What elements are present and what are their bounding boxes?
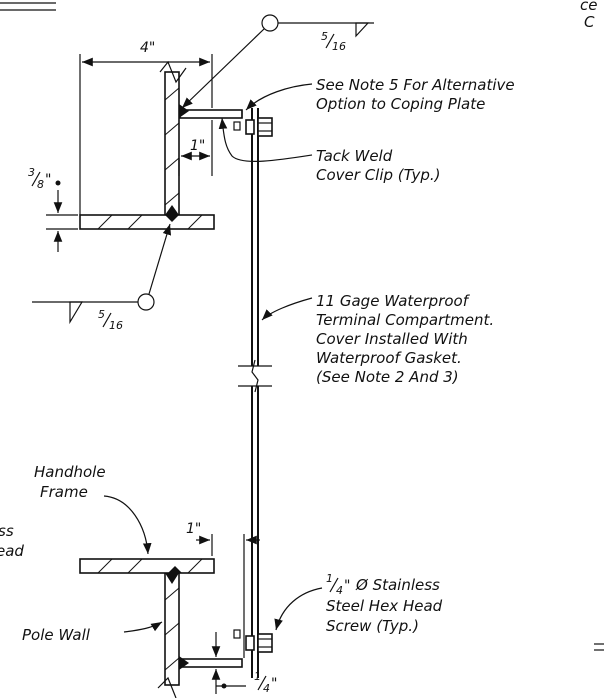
- tack-weld-line1: Tack Weld: [316, 147, 393, 165]
- dim-1-4-unit: ": [271, 676, 277, 692]
- handhole-frame-note: Handhole Frame: [34, 463, 152, 555]
- dim-3-8-den: 8: [37, 178, 44, 191]
- cover-note-line1: 11 Gage Waterproof: [316, 292, 471, 310]
- dimension-4in: 4": [79, 40, 213, 215]
- pole-wall-label: Pole Wall: [22, 626, 91, 644]
- dimension-3-8in: 3 8 ": [28, 166, 78, 252]
- left-cut-line1: ss: [0, 522, 14, 540]
- dim-3-8-unit: ": [45, 172, 51, 188]
- top-flange-plate: [79, 205, 215, 230]
- cover-note-line2: Terminal Compartment.: [316, 311, 494, 329]
- tack-weld-note: Tack Weld Cover Clip (Typ.): [218, 117, 441, 184]
- cover-note-line5: (See Note 2 And 3): [316, 368, 459, 386]
- top-cover-clip: [179, 104, 243, 131]
- coping-note: See Note 5 For Alternative Option to Cop…: [245, 76, 515, 113]
- handhole-line2: Frame: [40, 483, 88, 501]
- screw-line1: Ø Stainless: [355, 576, 440, 594]
- screw-top: [245, 117, 273, 137]
- handhole-line1: Handhole: [34, 463, 106, 481]
- screw-note: 1 4 " Ø Stainless Steel Hex Head Screw (…: [274, 572, 443, 635]
- dim-1in-top-label: 1": [190, 138, 205, 154]
- top-right-cut-line1: ce: [580, 0, 597, 14]
- cover-note-line3: Cover Installed With: [316, 330, 468, 348]
- screw-size-den: 4: [336, 584, 343, 597]
- tack-weld-line2: Cover Clip (Typ.): [316, 166, 441, 184]
- pole-wall-top: [159, 60, 187, 216]
- weld-left-den: 16: [109, 319, 123, 332]
- dim-1-4-num: 1: [254, 670, 261, 683]
- pole-wall-note: Pole Wall: [22, 621, 163, 644]
- weld-left-num: 5: [98, 308, 105, 321]
- cover-note-line4: Waterproof Gasket.: [316, 349, 462, 367]
- weld-top-num: 5: [321, 30, 328, 43]
- dim-3-8-num: 3: [28, 166, 35, 179]
- dimension-1in-top: 1": [178, 120, 213, 176]
- dimension-1-4in-bottom: 1 4 ": [211, 632, 277, 695]
- top-right-fragment: ce C: [580, 0, 597, 31]
- terminal-compartment-cover: [238, 108, 272, 678]
- screw-bottom: [245, 633, 273, 653]
- coping-note-line2: Option to Coping Plate: [316, 95, 485, 113]
- coping-note-line1: See Note 5 For Alternative: [316, 76, 515, 94]
- pole-wall-bottom: [157, 572, 180, 698]
- screw-line3: Screw (Typ.): [326, 617, 419, 635]
- cover-note: 11 Gage Waterproof Terminal Compartment.…: [261, 292, 494, 386]
- weld-symbol-top: 5 16: [181, 14, 374, 109]
- weld-top-den: 16: [332, 40, 346, 53]
- right-edge-mark: [594, 643, 604, 651]
- title-underline-fragment: [0, 2, 56, 11]
- dim-4in-label: 4": [140, 40, 155, 56]
- dim-1-4-den: 4: [263, 682, 270, 695]
- weld-symbol-left: 5 16: [32, 223, 172, 332]
- screw-line2: Steel Hex Head: [326, 597, 443, 615]
- top-right-cut-line2: C: [584, 13, 595, 31]
- left-cut-line2: ead: [0, 542, 24, 560]
- bottom-cover-clip: [179, 629, 243, 670]
- screw-size-num: 1: [326, 572, 333, 585]
- dimension-1in-bottom: 1": [186, 521, 260, 658]
- handhole-frame-plate: [79, 558, 215, 584]
- screw-size-unit: ": [344, 578, 350, 594]
- left-edge-fragment: ss ead: [0, 522, 24, 560]
- dim-1in-bottom-label: 1": [186, 521, 201, 537]
